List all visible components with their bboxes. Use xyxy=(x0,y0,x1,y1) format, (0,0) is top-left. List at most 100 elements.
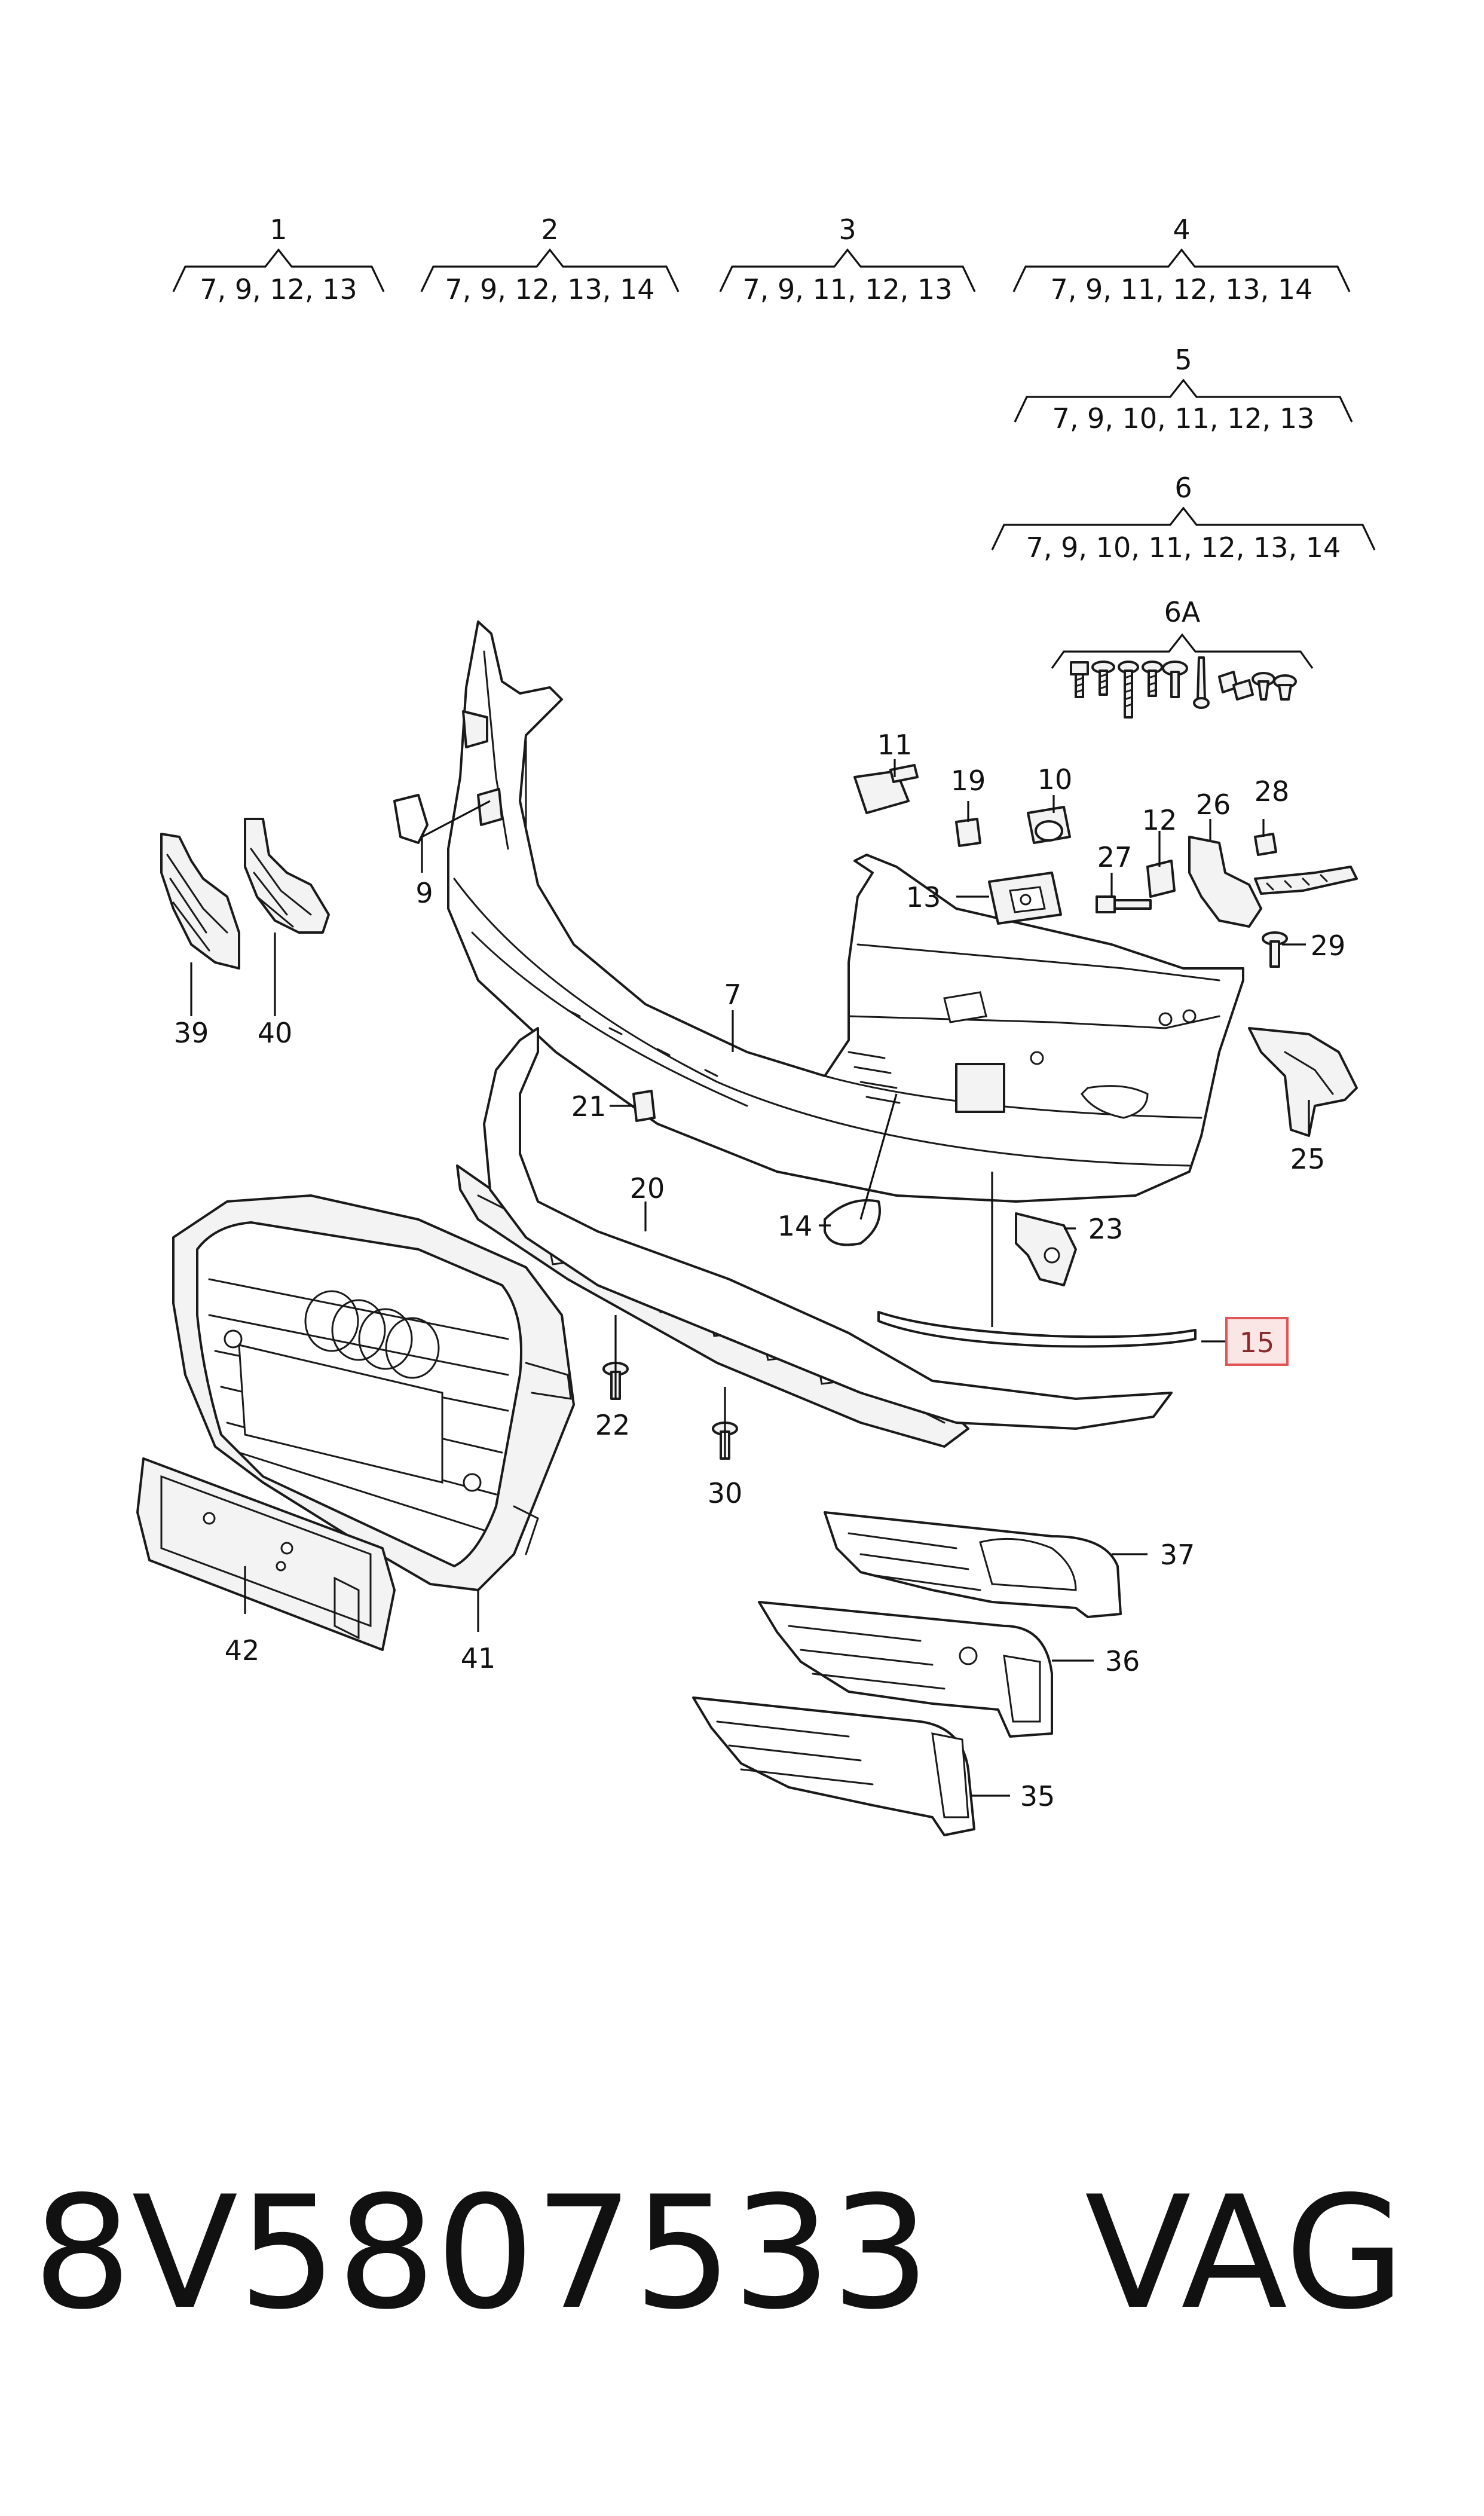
kit-6-number: 6 xyxy=(1174,472,1192,504)
spring-clip-icon xyxy=(1218,671,1254,701)
callout-36: 36 xyxy=(1105,1645,1140,1677)
callout-15: 15 xyxy=(1240,1326,1275,1359)
clip-part-10 xyxy=(1027,806,1071,844)
kit-5: 5 7, 9, 10, 11, 12, 13 xyxy=(1014,344,1353,435)
callout-39: 39 xyxy=(174,1017,209,1049)
leader-lines xyxy=(190,759,1310,1797)
bracket-part-23 xyxy=(1015,1212,1077,1286)
license-plate-bracket xyxy=(136,1457,396,1651)
bracket-part-12 xyxy=(1146,860,1176,898)
callout-13: 13 xyxy=(906,881,941,913)
callout-27: 27 xyxy=(1097,841,1133,873)
callout-25: 25 xyxy=(1290,1143,1326,1175)
kit-4-items: 7, 9, 11, 12, 13, 14 xyxy=(1051,273,1313,305)
callout-35: 35 xyxy=(1020,1780,1055,1812)
clip-part-19 xyxy=(955,818,981,847)
callout-9: 9 xyxy=(415,877,433,909)
kit-5-brace xyxy=(1014,378,1353,423)
kit-4: 4 7, 9, 11, 12, 13, 14 xyxy=(1012,213,1351,305)
torx-screw-icon xyxy=(1142,661,1163,697)
bolt-part-29 xyxy=(1262,931,1288,968)
kit-6-brace xyxy=(991,506,1376,551)
kit-4-brace xyxy=(1012,248,1351,292)
bumper-cover xyxy=(447,620,1244,1203)
callout-40: 40 xyxy=(258,1017,293,1049)
kit-1-items: 7, 9, 12, 13 xyxy=(200,273,357,305)
callout-21: 21 xyxy=(571,1090,607,1123)
fog-lamp-grille-35 xyxy=(692,1696,975,1836)
hex-bolt-icon xyxy=(1070,661,1089,698)
radiator-grille xyxy=(172,1194,575,1591)
parts-diagram: 1 7, 9, 12, 13 2 7, 9, 12, 13, 14 3 7, 9… xyxy=(136,213,1376,1836)
side-air-guide-right xyxy=(244,818,330,934)
callout-19: 19 xyxy=(951,765,986,797)
washer-screw-icon xyxy=(1162,661,1188,698)
kit-5-items: 7, 9, 10, 11, 12, 13 xyxy=(1052,402,1315,435)
kit-1-number: 1 xyxy=(270,213,287,246)
sensor-holder-part-13 xyxy=(988,872,1062,925)
push-rivet-icon xyxy=(1252,672,1275,701)
tow-hook-cover-part-14 xyxy=(824,1199,881,1246)
pin-clip-icon xyxy=(1193,656,1210,709)
callout-23: 23 xyxy=(1088,1213,1124,1245)
bumper-center-mount xyxy=(955,1063,1005,1113)
callout-15-highlight: 15 xyxy=(1225,1317,1289,1366)
bumper-trim-strip xyxy=(877,1311,1197,1348)
kit-6-items: 7, 9, 10, 11, 12, 13, 14 xyxy=(1026,531,1341,564)
flange-screw-icon xyxy=(1091,661,1115,696)
callout-10: 10 xyxy=(1038,763,1073,796)
kit-6a-brace xyxy=(1051,633,1314,669)
kit-6a: 6A xyxy=(1051,596,1314,719)
side-air-guide-left xyxy=(160,833,240,970)
callout-26: 26 xyxy=(1196,788,1231,821)
fog-lamp-opening-right xyxy=(1081,1085,1149,1119)
kit-2-brace xyxy=(420,248,680,292)
callout-11: 11 xyxy=(877,729,913,761)
callout-14: 14 xyxy=(778,1210,813,1242)
callout-20: 20 xyxy=(630,1172,665,1204)
kit-2: 2 7, 9, 12, 13, 14 xyxy=(420,213,680,305)
long-screw-icon xyxy=(1118,661,1139,719)
parking-sensor-hole xyxy=(1030,1051,1044,1065)
kit-3-number: 3 xyxy=(839,213,856,246)
kit-2-number: 2 xyxy=(541,213,558,246)
callout-37: 37 xyxy=(1160,1539,1195,1571)
callout-30: 30 xyxy=(708,1477,743,1509)
fog-lamp-grille-37 xyxy=(824,1511,1122,1618)
washer-cap-part-9 xyxy=(393,794,429,844)
callout-41: 41 xyxy=(461,1642,496,1674)
callout-28: 28 xyxy=(1254,775,1290,808)
audi-rings-logo xyxy=(304,1290,440,1379)
expansion-clip-icon xyxy=(1273,674,1297,701)
side-mount-bracket-26 xyxy=(1188,836,1358,928)
kit-6a-number: 6A xyxy=(1164,596,1201,628)
kit-1-brace xyxy=(172,248,385,292)
fog-lamp-grille-36 xyxy=(758,1601,1053,1738)
part-number: 8V5807533 xyxy=(33,2163,931,2344)
kit-3-brace xyxy=(719,248,976,292)
kit-1: 1 7, 9, 12, 13 xyxy=(172,213,385,305)
callout-7: 7 xyxy=(724,979,741,1011)
kit-6a-hardware-icons xyxy=(1070,656,1297,719)
kit-3-items: 7, 9, 11, 12, 13 xyxy=(742,273,952,305)
bumper-side-slot xyxy=(477,788,503,826)
corner-bracket-part-25 xyxy=(1248,1027,1358,1137)
clip-part-28 xyxy=(1254,833,1277,856)
tow-hook-slot xyxy=(943,991,987,1023)
kit-3: 3 7, 9, 11, 12, 13 xyxy=(719,213,976,305)
callout-22: 22 xyxy=(595,1409,631,1441)
kit-5-number: 5 xyxy=(1174,344,1192,376)
bolt-part-27 xyxy=(1096,895,1152,913)
callout-29: 29 xyxy=(1311,930,1346,962)
lower-bumper-lip xyxy=(483,1027,1173,1430)
kit-2-items: 7, 9, 12, 13, 14 xyxy=(445,273,654,305)
callout-42: 42 xyxy=(225,1634,260,1667)
callout-12: 12 xyxy=(1142,804,1177,836)
parking-sensor-hole-2 xyxy=(1158,1012,1173,1026)
kit-6: 6 7, 9, 10, 11, 12, 13, 14 xyxy=(991,472,1376,564)
grille-plate-recess xyxy=(238,1344,443,1484)
highlight-box xyxy=(1225,1317,1289,1366)
bumper-side-bracket xyxy=(462,710,488,748)
parking-sensor-hole-3 xyxy=(1182,1009,1197,1023)
